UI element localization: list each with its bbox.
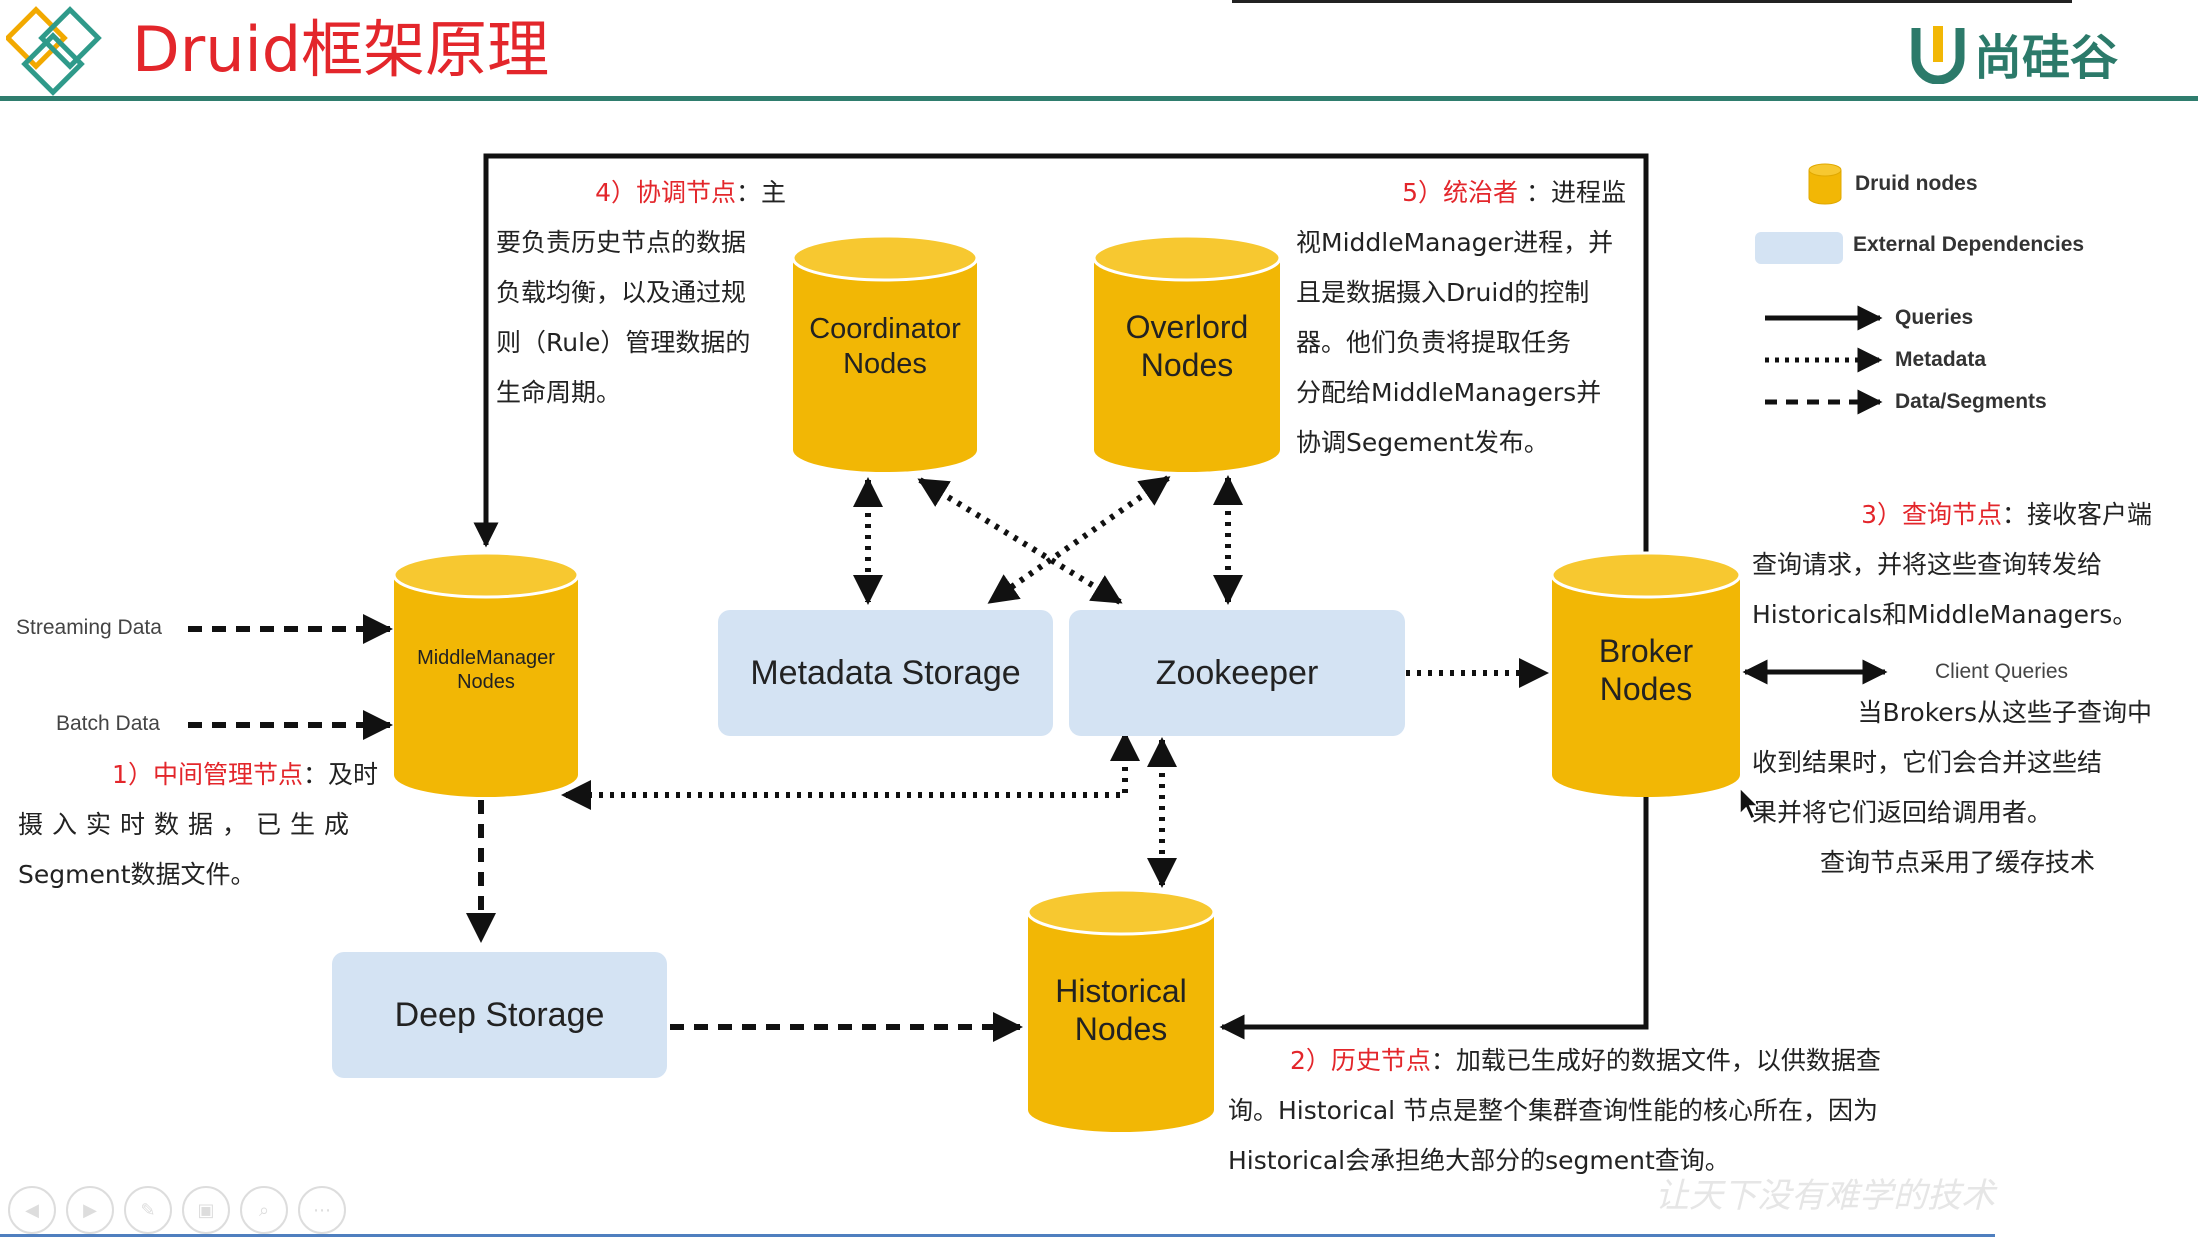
more-icon[interactable]: ⋯	[298, 1186, 346, 1234]
coordinator-note-line: 负载均衡，以及通过规	[496, 278, 747, 307]
overlord-note-line: 分配给MiddleManagers并	[1296, 378, 1602, 407]
bottom-rule	[0, 1234, 1995, 1237]
slides-icon[interactable]: ▣	[182, 1186, 230, 1234]
streaming-data-label: Streaming Data	[16, 616, 162, 639]
legend-cylinder-icon	[1808, 170, 1842, 205]
header-divider	[0, 96, 2198, 101]
query-line-broker-to-historical	[1219, 795, 1649, 1040]
historical-note-label: 2）历史节点	[1290, 1046, 1431, 1075]
broker-merge-line: 当Brokers从这些子查询中	[1857, 698, 2152, 727]
overlord-note: 5）统治者 ：进程监 视MiddleManager进程，并 且是数据摄入Drui…	[1296, 168, 1626, 468]
middlemanager-cylinder	[392, 551, 580, 797]
historical-note-line: Historical会承担绝大部分的segment查询。	[1228, 1146, 1730, 1175]
client-queries-label: Client Queries	[1935, 660, 2069, 683]
broker-merge-line: 查询节点采用了缓存技术	[1820, 848, 2096, 877]
legend-data-segments: Data/Segments	[1895, 390, 2047, 413]
broker-merge-note: 当Brokers从这些子查询中 收到结果时，它们会合并这些结 果并将它们返回给调…	[1752, 688, 2152, 888]
pen-icon[interactable]: ✎	[124, 1186, 172, 1234]
historical-cylinder	[1026, 888, 1216, 1132]
coordinator-note-line: 4）协调节点：主	[595, 178, 786, 207]
historical-note-line: 询。Historical 节点是整个集群查询性能的核心所在，因为	[1228, 1096, 1879, 1125]
legend-metadata: Metadata	[1895, 348, 1987, 371]
overlord-note-line: 协调Segement发布。	[1296, 428, 1549, 457]
legend-external-dependencies: External Dependencies	[1853, 233, 2085, 256]
broker-merge-line: 果并将它们返回给调用者。	[1752, 798, 2053, 827]
zoom-icon[interactable]: ⌕	[240, 1186, 288, 1234]
legend-external-swatch	[1755, 232, 1843, 264]
broker-merge-line: 收到结果时，它们会合并这些结	[1752, 748, 2103, 777]
legend-druid-nodes: Druid nodes	[1855, 172, 1978, 195]
deep-storage-box: Deep Storage	[332, 952, 667, 1078]
overlord-note-line: 且是数据摄入Druid的控制	[1296, 278, 1590, 307]
brand-logo: 尚硅谷	[1910, 18, 2118, 88]
query-line-broker-to-middlemanager	[473, 153, 1649, 552]
overlord-metadata-arrow	[987, 475, 1171, 605]
top-rule	[1232, 0, 2072, 3]
metadata-storage-box: Metadata Storage	[718, 610, 1053, 736]
batch-data-label: Batch Data	[56, 712, 160, 735]
middlemanager-note-line: 摄入实时数据，已生成	[18, 810, 359, 839]
middlemanager-note-line: Segment数据文件。	[18, 860, 256, 889]
middlemanager-note-line: 1）中间管理节点：及时	[112, 760, 378, 789]
coordinator-note-line: 要负责历史节点的数据	[496, 228, 747, 257]
overlord-note-label: 5）统治者	[1402, 178, 1519, 207]
historical-note: 2）历史节点：加载已生成好的数据文件，以供数据查 询。Historical 节点…	[1228, 1036, 1968, 1186]
historical-note-line: 2）历史节点：加载已生成好的数据文件，以供数据查	[1290, 1046, 1881, 1075]
page-title: Druid框架原理	[132, 13, 550, 86]
coordinator-note-line: 生命周期。	[496, 378, 622, 407]
coordinator-note: 4）协调节点：主 要负责历史节点的数据 负载均衡，以及通过规 则（Rule）管理…	[496, 168, 786, 418]
broker-note: 3）查询节点：接收客户端 查询请求，并将这些查询转发给 Historicals和…	[1752, 490, 2152, 640]
middlemanager-note-label: 1）中间管理节点	[112, 760, 303, 789]
coordinator-cylinder	[791, 234, 979, 472]
overlord-cylinder	[1092, 234, 1282, 472]
broker-note-line: 3）查询节点：接收客户端	[1861, 500, 2152, 529]
watermark-slogan: 让天下没有难学的技术	[1655, 1176, 1995, 1216]
next-slide-icon[interactable]: ▶	[66, 1186, 114, 1234]
brand-name: 尚硅谷	[1974, 30, 2119, 86]
overlord-note-line: 视MiddleManager进程，并	[1296, 228, 1614, 257]
zookeeper-box: Zookeeper	[1069, 610, 1405, 736]
logo-diamonds-icon	[4, 4, 116, 100]
brand-u-icon	[1911, 26, 1965, 84]
prev-slide-icon[interactable]: ◀	[8, 1186, 56, 1234]
overlord-note-line: 5）统治者 ：进程监	[1402, 178, 1626, 207]
broker-note-line: 查询请求，并将这些查询转发给	[1752, 550, 2103, 579]
coordinator-zookeeper-arrow	[917, 477, 1123, 605]
coordinator-note-label: 4）协调节点	[595, 178, 736, 207]
broker-note-label: 3）查询节点	[1861, 500, 2002, 529]
legend-queries: Queries	[1895, 306, 1974, 329]
middlemanager-note: 1）中间管理节点：及时 摄入实时数据，已生成 Segment数据文件。	[18, 750, 378, 900]
mouse-cursor-icon	[1738, 786, 1762, 826]
zookeeper-middlemanager-arrow	[561, 731, 1140, 810]
broker-note-line: Historicals和MiddleManagers。	[1752, 600, 2138, 629]
overlord-note-line: 器。他们负责将提取任务	[1296, 328, 1572, 357]
coordinator-note-line: 则（Rule）管理数据的	[496, 328, 751, 357]
broker-cylinder	[1550, 551, 1742, 797]
